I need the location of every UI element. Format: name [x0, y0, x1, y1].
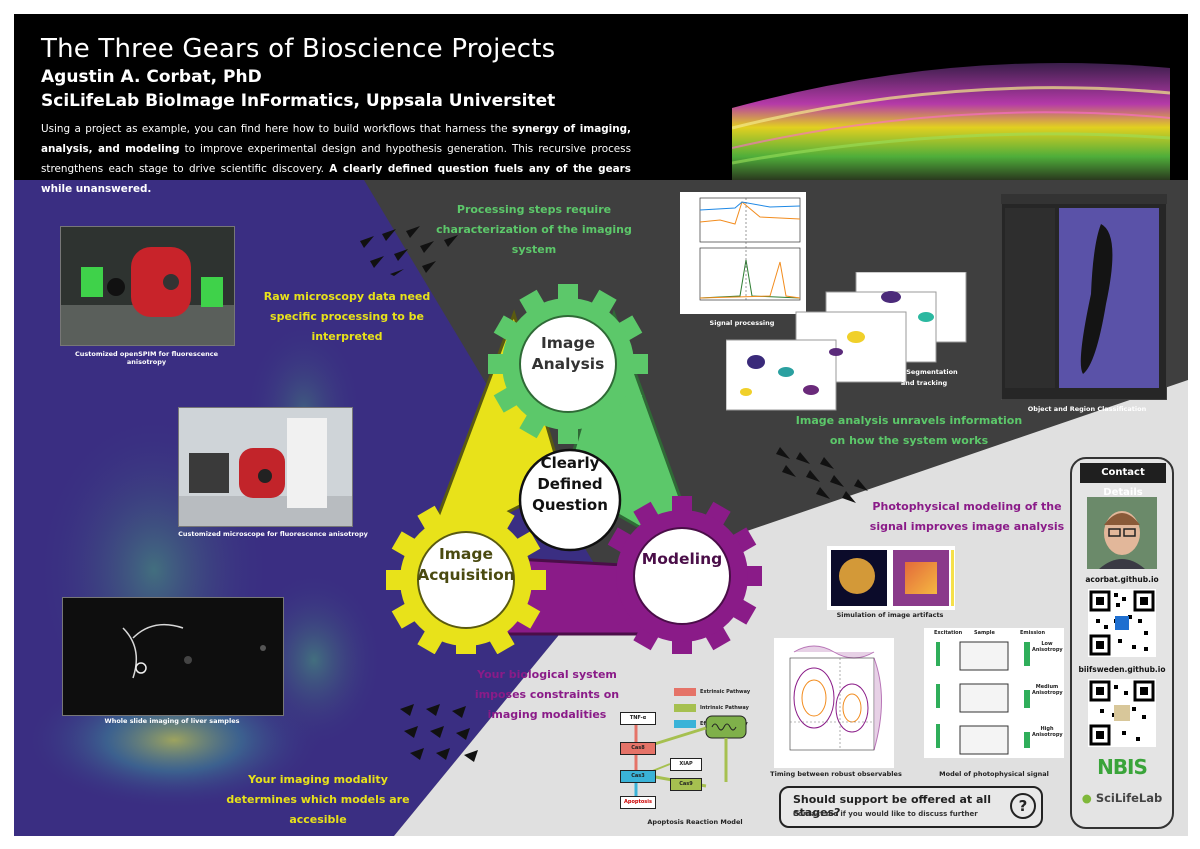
- contact-panel: Contact Details acorbat.github.io biifsw…: [1070, 457, 1174, 829]
- label-modality: Your imaging modality determines which m…: [226, 773, 410, 826]
- tissue-fluorescence-image: [732, 63, 1170, 180]
- gear-analysis: [488, 284, 648, 444]
- support-subtext: Contact me if you would like to discuss …: [793, 810, 978, 818]
- classification-screenshot: [1001, 194, 1167, 400]
- openspim-caption: Customized openSPIM for fluorescence ani…: [74, 350, 218, 366]
- artifact-simulation-image: [827, 546, 955, 610]
- arrows-flock-bottom: [400, 704, 478, 762]
- gear-acquisition-label: Image Acquisition: [417, 545, 515, 584]
- center-question-label: Clearly Defined Question: [532, 454, 608, 514]
- link-biifsweden[interactable]: biifsweden.github.io: [1078, 665, 1166, 674]
- liver-slide-photo: [62, 597, 284, 716]
- abstract: Using a project as example, you can find…: [41, 119, 631, 199]
- support-box[interactable]: Should support be offered at all stages?…: [779, 786, 1043, 828]
- photo-sample: Sample: [974, 630, 995, 636]
- photomodel-caption: Model of photophysical signal: [939, 770, 1049, 778]
- timing-caption: Timing between robust observables: [770, 770, 902, 778]
- arrows-flock-right: [776, 447, 868, 503]
- qr-code-icon: [1088, 589, 1156, 657]
- microscope-photo: [178, 407, 353, 527]
- header: The Three Gears of Bioscience Projects A…: [14, 14, 1188, 195]
- scilifelab-logo-mark: ●: [1081, 791, 1092, 805]
- gear-analysis-label: Image Analysis: [531, 334, 605, 373]
- photo-medium: Medium Anisotropy: [1032, 684, 1063, 696]
- scilifelab-logo-text: SciLifeLab: [1095, 791, 1163, 805]
- legend-intrinsic-swatch: [674, 704, 696, 712]
- center-question-circle: [518, 448, 622, 552]
- node-cas8: Cas8: [620, 742, 656, 755]
- photophysical-model: [924, 628, 1064, 758]
- question-icon: ?: [1010, 793, 1036, 819]
- segmentation-stack: [726, 272, 967, 411]
- qr-code-icon-2: [1088, 679, 1156, 747]
- link-acorbat[interactable]: acorbat.github.io: [1085, 575, 1159, 584]
- legend-effector-swatch: [674, 720, 696, 728]
- abstract-bold-1: synergy of imaging, analysis, and modeli…: [41, 123, 631, 155]
- support-question: Should support be offered at all stages?: [793, 793, 991, 819]
- gear-acquisition: [386, 500, 546, 654]
- photo-excitation: Excitation: [934, 630, 963, 636]
- photo-emission: Emission: [1020, 630, 1045, 636]
- slide-caption: Whole slide imaging of liver samples: [104, 717, 240, 725]
- gear-modeling: [602, 496, 762, 654]
- contact-heading: Contact Details: [1080, 463, 1166, 498]
- label-constraints: Your biological system imposes constrain…: [474, 668, 620, 721]
- signal-caption: Signal processing: [709, 319, 775, 327]
- legend-extrinsic-swatch: [674, 688, 696, 696]
- scilifelab-logo: ● SciLifeLab: [1072, 791, 1172, 805]
- arrows-flock-top: [360, 226, 458, 276]
- openspim-photo: [60, 226, 235, 346]
- gears-diagram: [386, 284, 762, 654]
- apoptosis-diagram: [634, 715, 747, 796]
- abstract-part-2: to improve experimental design and hypot…: [41, 143, 632, 175]
- poster: The Three Gears of Bioscience Projects A…: [14, 14, 1188, 836]
- timing-plot: [774, 638, 894, 768]
- node-xiap: XIAP: [670, 758, 702, 771]
- label-processing: Processing steps require characterizatio…: [436, 203, 632, 256]
- node-tnf: TNF-α: [620, 712, 656, 725]
- poster-title: The Three Gears of Bioscience Projects: [41, 34, 556, 64]
- legend-extrinsic: Extrinsic Pathway: [700, 689, 751, 695]
- affiliation: SciLifeLab BioImage InFormatics, Uppsala…: [41, 91, 556, 111]
- legend-intrinsic: Intrinsic Pathway: [700, 705, 749, 711]
- nbis-logo: NBIS: [1097, 755, 1148, 779]
- label-unravels: Image analysis unravels information on h…: [795, 414, 1023, 447]
- gear-modeling-label: Modeling: [641, 550, 723, 568]
- node-cas9: Cas9: [670, 778, 702, 791]
- apoptosis-caption: Apoptosis Reaction Model: [647, 818, 743, 826]
- node-cas3: Cas3: [620, 770, 656, 783]
- artifacts-caption: Simulation of image artifacts: [836, 611, 944, 619]
- abstract-bold-2: A clearly defined question fuels any of …: [41, 163, 631, 195]
- author-name: Agustin A. Corbat, PhD: [41, 67, 262, 87]
- abstract-part-1: Using a project as example, you can find…: [41, 123, 512, 135]
- label-photophysical: Photophysical modeling of the signal imp…: [869, 500, 1065, 533]
- microscope-caption: Customized microscope for fluorescence a…: [178, 530, 368, 538]
- photo-low: Low Anisotropy: [1032, 641, 1063, 653]
- photo-high: High Anisotropy: [1032, 726, 1063, 738]
- signal-processing-plot: [680, 192, 806, 314]
- author-avatar: [1087, 497, 1157, 569]
- segmentation-caption: Cell Segmentation and tracking: [890, 368, 958, 387]
- node-apoptosis: Apoptosis: [620, 796, 656, 809]
- label-raw-data: Raw microscopy data need specific proces…: [263, 290, 431, 343]
- classification-caption: Object and Region Classification: [1027, 405, 1147, 413]
